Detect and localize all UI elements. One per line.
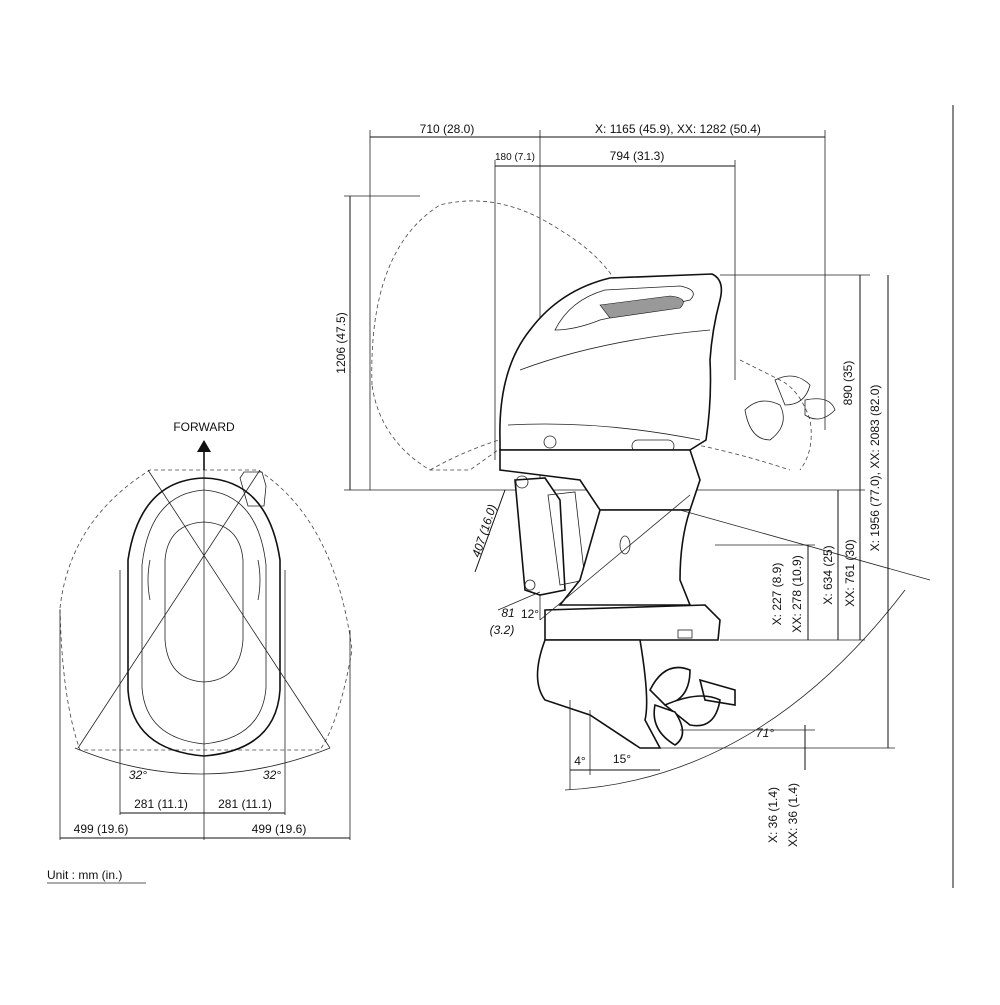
tilt-pivot [515, 475, 529, 489]
dim-710: 710 (28.0) [420, 122, 475, 136]
dim-634: X: 634 (25) [821, 545, 835, 604]
dim-1956: X: 1956 (77.0), XX: 2083 (82.0) [868, 385, 882, 552]
bracket-bolt [524, 579, 536, 591]
dim-180: 180 (7.1) [495, 152, 535, 163]
dim-81: 81 [501, 606, 514, 620]
steering-arc [74, 747, 331, 775]
steering-swing-outline [59, 469, 353, 751]
top-view: FORWARD 32° 32° 281 (11.1) 281 (11.1) 49… [47, 420, 353, 884]
cowling-top-vent [554, 285, 694, 331]
dim-890: 890 (35) [841, 361, 855, 406]
tilted-propeller-1 [744, 400, 784, 441]
plate-marker [677, 629, 693, 639]
angle-12: 12° [521, 607, 539, 621]
propeller-blade-3 [653, 703, 684, 746]
propeller-blade-2 [663, 695, 721, 727]
anti-ventilation-plate [544, 604, 721, 641]
left-vent [147, 559, 151, 601]
cowling-character-line [519, 329, 711, 371]
angle-line-2 [77, 469, 261, 749]
tilted-cowling-ghost [371, 200, 626, 471]
dim-407: 407 (16.0) [469, 503, 499, 559]
dim-794: 794 (31.3) [610, 149, 665, 163]
dim-281-right: 281 (11.1) [218, 797, 272, 811]
right-vent [257, 559, 261, 601]
dim-227: X: 227 (8.9) [770, 563, 784, 626]
tilted-lower-ghost [739, 359, 812, 471]
dim-761: XX: 761 (30) [843, 539, 857, 606]
mounting-bracket [514, 477, 566, 596]
dim-499-left: 499 (19.6) [74, 822, 129, 836]
angle-15: 15° [613, 752, 631, 766]
forward-label: FORWARD [173, 420, 235, 434]
tilt-range-line [539, 494, 691, 621]
dim-x-xx-top: X: 1165 (45.9), XX: 1282 (50.4) [595, 122, 761, 136]
cowling-latch [543, 435, 557, 449]
dim-xx36: XX: 36 (1.4) [786, 783, 800, 847]
dim-81-in: (3.2) [490, 623, 515, 637]
tilted-propeller-3 [804, 398, 836, 420]
angle-line-1 [147, 469, 331, 749]
dim-278: XX: 278 (10.9) [790, 555, 804, 632]
midsection [558, 509, 692, 606]
gear-case [536, 639, 662, 749]
angle-32-left: 32° [129, 768, 147, 782]
dim-1206: 1206 (47.5) [334, 312, 348, 373]
tilted-propeller-2 [774, 375, 811, 406]
propeller-hub [698, 678, 736, 706]
side-view: 710 (28.0) X: 1165 (45.9), XX: 1282 (50.… [334, 122, 931, 847]
angle-71: 71° [756, 726, 774, 740]
forward-arrow-head [197, 440, 211, 452]
dim-81-line [497, 591, 541, 611]
dim-x36: X: 36 (1.4) [766, 787, 780, 843]
unit-label: Unit : mm (in.) [47, 868, 122, 882]
dim-499-right: 499 (19.6) [252, 822, 307, 836]
tilt-arc [564, 589, 906, 791]
cowling-grille [599, 295, 684, 319]
dim-407-line [474, 489, 506, 573]
angle-32-right: 32° [263, 768, 281, 782]
main-cowling [499, 273, 723, 451]
bracket-top [239, 471, 267, 507]
cowling-seam [507, 423, 701, 441]
angle-4: 4° [574, 754, 586, 768]
dim-281-left: 281 (11.1) [134, 797, 188, 811]
